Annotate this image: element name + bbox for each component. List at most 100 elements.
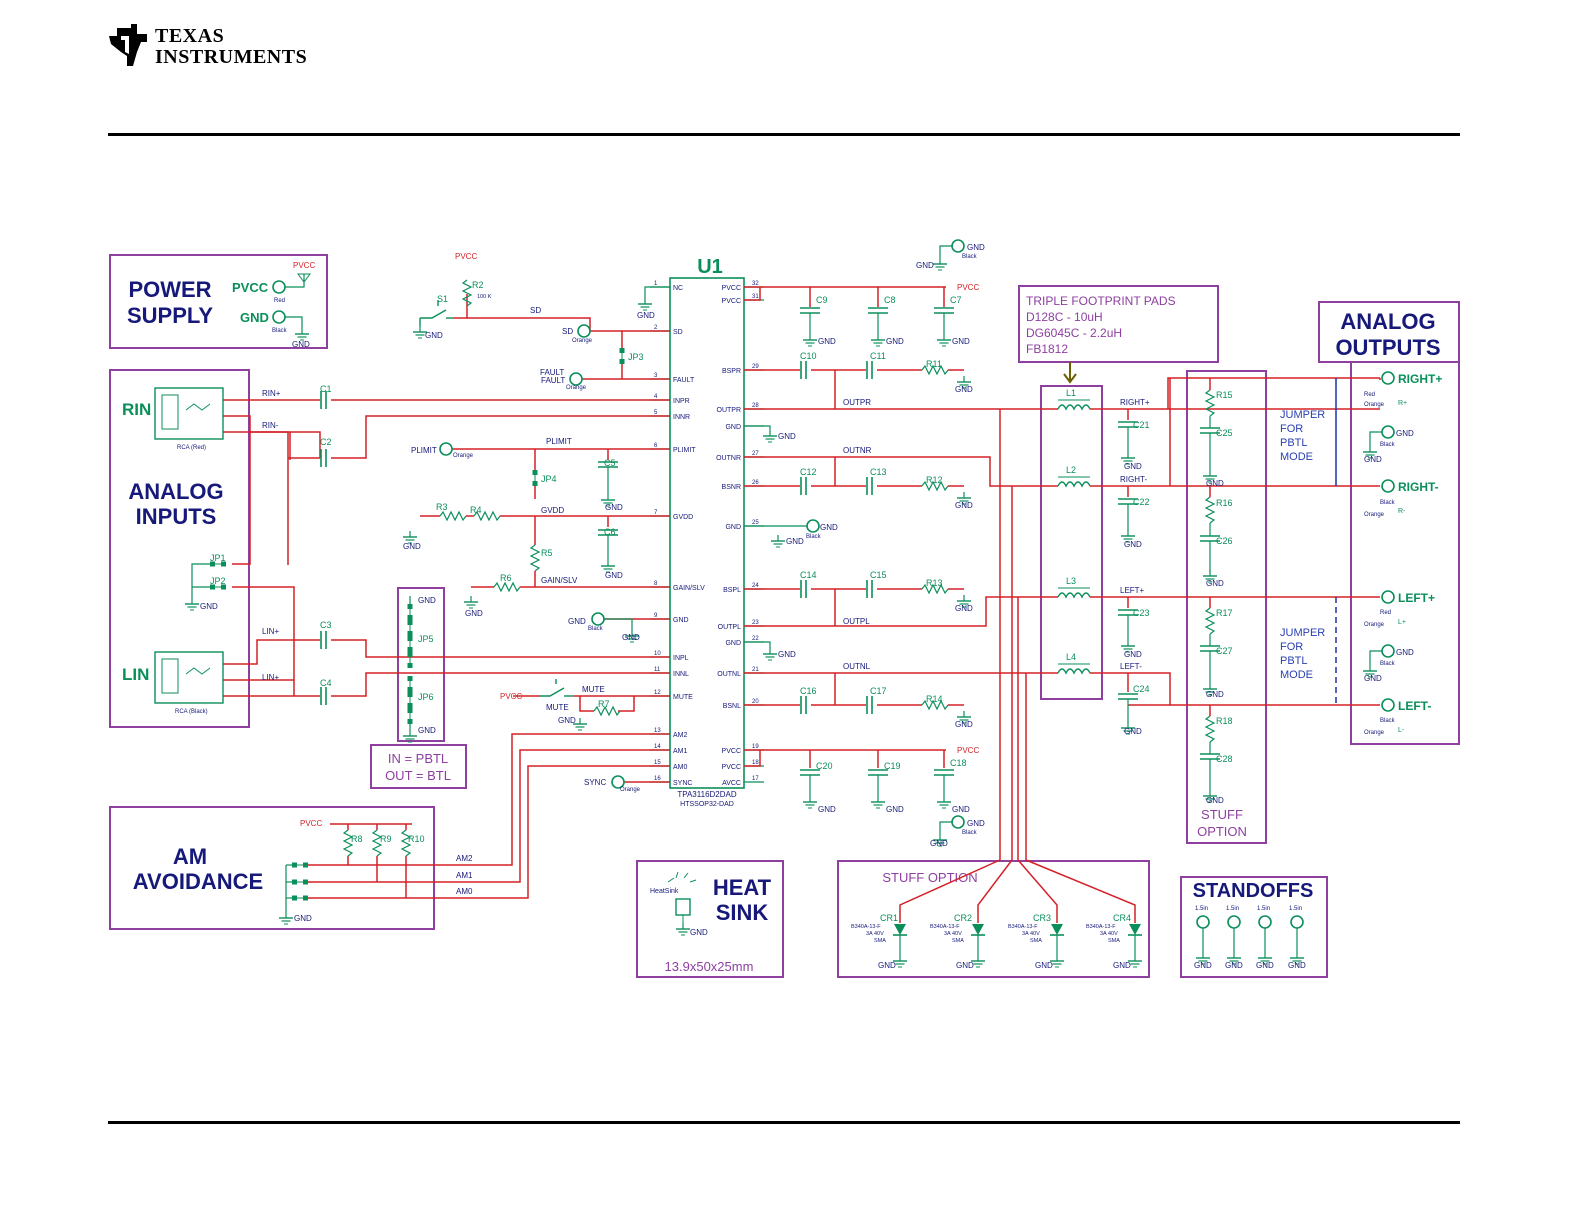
ic-pin-number: 10 — [654, 651, 661, 657]
ic-pin-number: 23 — [752, 620, 759, 626]
ic-pin-name: AVCC — [722, 780, 741, 787]
svg-text:PBTL: PBTL — [1280, 437, 1308, 449]
labels-pvcc: PVCC — [957, 746, 979, 755]
ic-pin-name: SYNC — [673, 780, 692, 787]
components-diode-rating: 3A 40V — [944, 931, 962, 937]
components-R17: R17 — [1216, 608, 1233, 618]
labels-lin-plus: LIN+ — [262, 627, 279, 636]
components-R10: R10 — [408, 834, 425, 844]
labels-gnd: GND — [1124, 540, 1142, 549]
pbtl-note-box — [370, 744, 467, 789]
components-JP1: JP1 — [210, 553, 226, 563]
labels-black: Black — [962, 830, 978, 836]
ic-pin-name: GVDD — [673, 514, 693, 521]
components-JP3: JP3 — [628, 352, 644, 362]
labels-gnd: GND — [1206, 796, 1224, 805]
labels-am1: AM1 — [456, 871, 473, 880]
labels-black: Black — [1380, 500, 1396, 506]
svg-text:MODE: MODE — [1280, 669, 1313, 681]
ic-pin-number: 1 — [654, 281, 658, 287]
components-R4: R4 — [470, 505, 482, 515]
components-diode-rating: 3A 40V — [866, 931, 884, 937]
heat-sink-size: 13.9x50x25mm — [665, 959, 754, 974]
labels-outpr: OUTPR — [843, 398, 871, 407]
labels-gnd: GND — [955, 501, 973, 510]
labels-am0: AM0 — [456, 887, 473, 896]
ic-pin-number: 22 — [752, 636, 759, 642]
svg-text:JUMPER: JUMPER — [1280, 627, 1325, 639]
ic-pin-number: 24 — [752, 583, 759, 589]
components-JP4: JP4 — [541, 474, 557, 484]
ic-pin-name: GND — [725, 424, 741, 431]
labels-orange: Orange — [453, 453, 474, 459]
labels-red: Red — [1364, 392, 1375, 398]
standoffs-box — [1180, 876, 1328, 978]
components-R12: R12 — [926, 475, 943, 485]
labels-gnd: GND — [1113, 961, 1131, 970]
labels-gnd: GND — [637, 311, 655, 320]
components-C5: C5 — [604, 458, 616, 468]
stuff-option-right-1: STUFF — [1201, 807, 1243, 822]
labels-gnd: GND — [1206, 579, 1224, 588]
svg-text:1.5in: 1.5in — [1226, 906, 1239, 912]
components-CR2: CR2 — [954, 913, 972, 923]
header-rule — [108, 133, 1460, 136]
labels-gain-slv: GAIN/SLV — [541, 576, 578, 585]
labels-pvcc: PVCC — [455, 252, 477, 261]
labels-gnd: GND — [1256, 961, 1274, 970]
ic-pin-name: FAULT — [673, 377, 695, 384]
page-header: Texas Instruments — [0, 0, 1585, 140]
ic-pin-name: PVCC — [722, 285, 741, 292]
ic-pin-name: OUTNR — [716, 455, 741, 462]
labels-gnd: GND — [886, 805, 904, 814]
ic-pin-name: NC — [673, 285, 683, 292]
components-C3: C3 — [320, 620, 332, 630]
labels-orange: Orange — [620, 787, 641, 793]
ic-pin-number: 19 — [752, 744, 759, 750]
labels-outpl: OUTPL — [843, 617, 870, 626]
labels-plimit: PLIMIT — [546, 437, 572, 446]
labels-gnd: GND — [1194, 961, 1212, 970]
ic-pin-number: 14 — [654, 744, 661, 750]
ic-pin-number: 27 — [752, 451, 759, 457]
components-C2: C2 — [320, 437, 332, 447]
labels-gnd: GND — [1225, 961, 1243, 970]
svg-text:1.5in: 1.5in — [1289, 906, 1302, 912]
components-CR4: CR4 — [1113, 913, 1131, 923]
components-R7: R7 — [598, 699, 610, 709]
components-diode-rating: 3A 40V — [1100, 931, 1118, 937]
components-C9: C9 — [816, 295, 828, 305]
labels-orange: Orange — [1364, 402, 1385, 408]
ic-pin-number: 13 — [654, 728, 661, 734]
labels-gnd: GND — [818, 337, 836, 346]
analog-inputs-title-2: INPUTS — [136, 504, 217, 529]
svg-text:1.5in: 1.5in — [1257, 906, 1270, 912]
pbtl-note-line-2: OUT = BTL — [385, 768, 451, 783]
ic-pin-number: 3 — [654, 373, 658, 379]
analog-inputs-box — [109, 369, 250, 728]
labels-left-minus: LEFT- — [1120, 662, 1142, 671]
labels-fault: FAULT — [541, 376, 565, 385]
labels-outnl: OUTNL — [843, 662, 871, 671]
svg-text:Black: Black — [272, 328, 288, 334]
labels-gnd: GND — [200, 602, 218, 611]
ic-pin-number: 15 — [654, 760, 661, 766]
labels-pvcc: PVCC — [300, 819, 322, 828]
labels-gnd: GND — [622, 633, 640, 642]
labels-orange: Orange — [1364, 730, 1385, 736]
ic-pin-name: GAIN/SLV — [673, 585, 705, 592]
labels-orange: Orange — [1364, 622, 1385, 628]
components-C22: C22 — [1133, 497, 1150, 507]
ic-pin-number: 8 — [654, 581, 658, 587]
labels-gnd: GND — [1206, 479, 1224, 488]
labels-gnd: GND — [1124, 650, 1142, 659]
labels-gnd: GND — [568, 617, 586, 626]
ps-pvcc-label: PVCC — [232, 280, 269, 295]
components-diode-part: B340A-13-F — [1086, 924, 1116, 930]
labels-gnd: GND — [1035, 961, 1053, 970]
components-L3: L3 — [1066, 576, 1076, 586]
labels-orange: Orange — [1364, 512, 1385, 518]
ic-pin-name: BSNL — [723, 703, 741, 710]
svg-text:PBTL: PBTL — [1280, 655, 1308, 667]
components-R14: R14 — [926, 694, 943, 704]
